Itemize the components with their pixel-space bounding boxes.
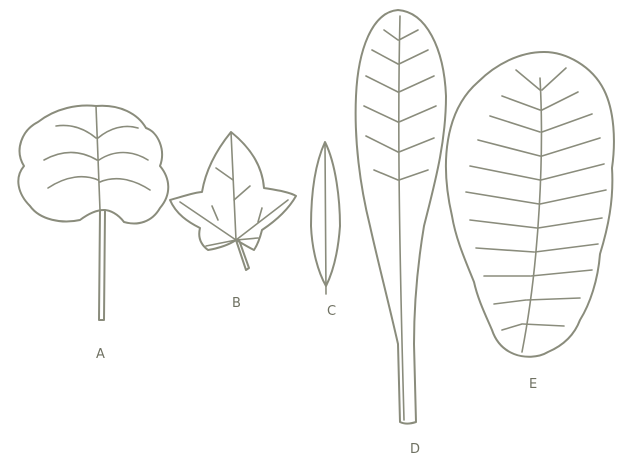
leaf-d-midrib — [399, 16, 404, 420]
leaf-b — [170, 132, 296, 270]
leaf-d-blade — [356, 10, 446, 424]
leaf-c — [311, 142, 340, 294]
leaf-d — [356, 10, 446, 424]
leaf-a-blade — [18, 106, 168, 224]
leaf-a-petiole — [99, 210, 105, 320]
leaf-a-midrib — [96, 106, 100, 210]
label-c: C — [327, 305, 336, 318]
leaf-a — [18, 106, 168, 320]
leaf-e-midrib — [522, 78, 541, 352]
leaf-c-midrib — [325, 144, 326, 294]
label-a: A — [96, 348, 105, 361]
label-e: E — [529, 378, 537, 391]
label-d: D — [410, 443, 420, 456]
leaf-e — [446, 52, 614, 357]
label-b: B — [232, 297, 241, 310]
leaf-e-blade — [446, 52, 614, 357]
